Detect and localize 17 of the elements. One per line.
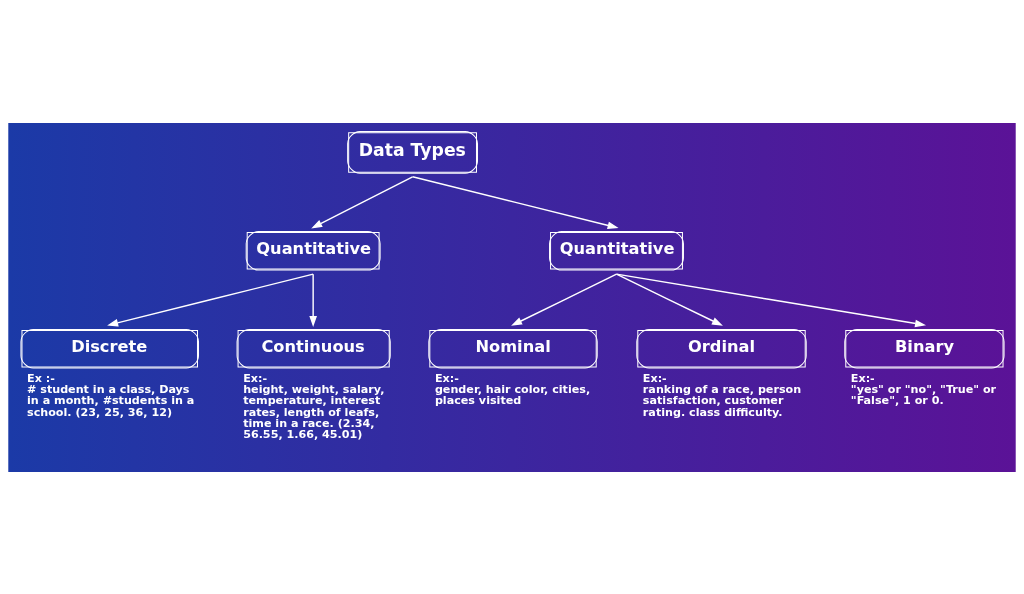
arrow (107, 272, 314, 326)
node-label: Ex:- (243, 371, 268, 385)
node-label: Ex :- (27, 371, 55, 385)
node-label: ranking of a race, person satisfaction, customer rating. class difficulty. (642, 382, 802, 418)
node-label: # student in a class, Days in a month, #students in a school. (23, 25, 36, 12) (27, 382, 195, 418)
node-label: Ex:- (850, 371, 875, 385)
node-label: "yes" or "no", "True" or "False", 1 or 0. (850, 382, 997, 407)
arrow (411, 175, 619, 229)
node-label: Ex:- (434, 371, 459, 385)
arrow (511, 272, 618, 326)
arrow (615, 272, 723, 326)
arrow (615, 272, 926, 327)
node-label: height, weight, salary, temperature, interest rates, length of leafs, time in a race. (2.34, 56.55, 1.66, 45.01) (243, 382, 385, 441)
node-label: Ex:- (642, 371, 667, 385)
node-label: gender, hair color, cities, places visited (434, 382, 591, 407)
arrow (311, 175, 414, 228)
arrow (309, 272, 317, 327)
